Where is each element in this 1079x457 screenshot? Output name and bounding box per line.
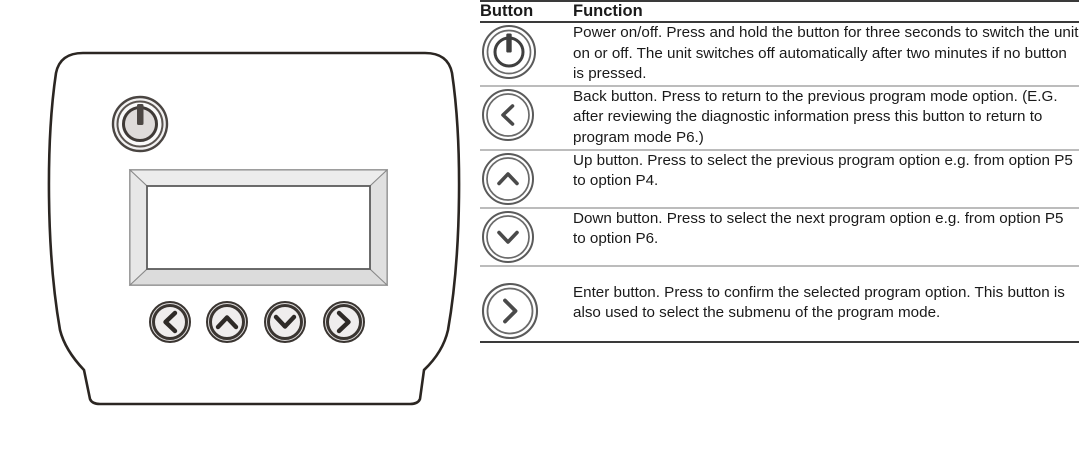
device-back-button[interactable] bbox=[149, 301, 191, 343]
power-icon-bar bbox=[137, 104, 144, 125]
row-function-text: Up button. Press to select the previous … bbox=[573, 151, 1073, 190]
table-head: Button Function bbox=[480, 1, 1079, 22]
row-icon-cell bbox=[480, 150, 573, 208]
table-row: Down button. Press to select the next pr… bbox=[480, 208, 1079, 266]
table-row: Up button. Press to select the previous … bbox=[480, 150, 1079, 208]
back-button-icon bbox=[480, 87, 573, 143]
table-header-row: Button Function bbox=[480, 1, 1079, 22]
table-row: Enter button. Press to confirm the selec… bbox=[480, 266, 1079, 342]
device-illustration bbox=[0, 0, 478, 457]
column-header-button: Button bbox=[480, 2, 534, 20]
chevron-up-icon bbox=[497, 171, 519, 185]
row-icon-cell bbox=[480, 208, 573, 266]
device-up-button[interactable] bbox=[206, 301, 248, 343]
table-row: Power on/off. Press and hold the button … bbox=[480, 22, 1079, 86]
device-keypad bbox=[149, 301, 365, 343]
chevron-right-icon bbox=[336, 310, 351, 334]
row-icon-cell bbox=[480, 266, 573, 342]
table-body: Power on/off. Press and hold the button … bbox=[480, 22, 1079, 342]
row-function-text: Power on/off. Press and hold the button … bbox=[573, 24, 1079, 83]
table: Button Function Power on/o bbox=[480, 0, 1079, 343]
column-header-function: Function bbox=[573, 2, 643, 20]
chevron-down-icon bbox=[497, 230, 519, 244]
row-function-text: Down button. Press to select the next pr… bbox=[573, 209, 1064, 248]
chevron-left-icon bbox=[501, 103, 515, 126]
chevron-right-icon bbox=[503, 298, 518, 323]
device-down-button[interactable] bbox=[264, 301, 306, 343]
row-function-text: Back button. Press to return to the prev… bbox=[573, 87, 1058, 146]
up-button-icon bbox=[480, 151, 573, 207]
power-button-icon bbox=[480, 23, 573, 81]
device-display bbox=[128, 168, 389, 287]
device-enter-button[interactable] bbox=[323, 301, 365, 343]
chevron-down-icon bbox=[273, 314, 297, 329]
chevron-left-icon bbox=[163, 310, 178, 334]
device-svg bbox=[47, 51, 461, 406]
row-function-text: Enter button. Press to confirm the selec… bbox=[573, 283, 1065, 322]
lcd-screen bbox=[146, 185, 371, 270]
enter-button-icon bbox=[480, 281, 573, 341]
device-power-button[interactable] bbox=[111, 95, 169, 153]
row-icon-cell bbox=[480, 22, 573, 86]
chevron-up-icon bbox=[215, 315, 239, 330]
table-row: Back button. Press to return to the prev… bbox=[480, 86, 1079, 150]
row-icon-cell bbox=[480, 86, 573, 150]
button-function-table: Button Function Power on/o bbox=[480, 0, 1079, 457]
down-button-icon bbox=[480, 209, 573, 265]
